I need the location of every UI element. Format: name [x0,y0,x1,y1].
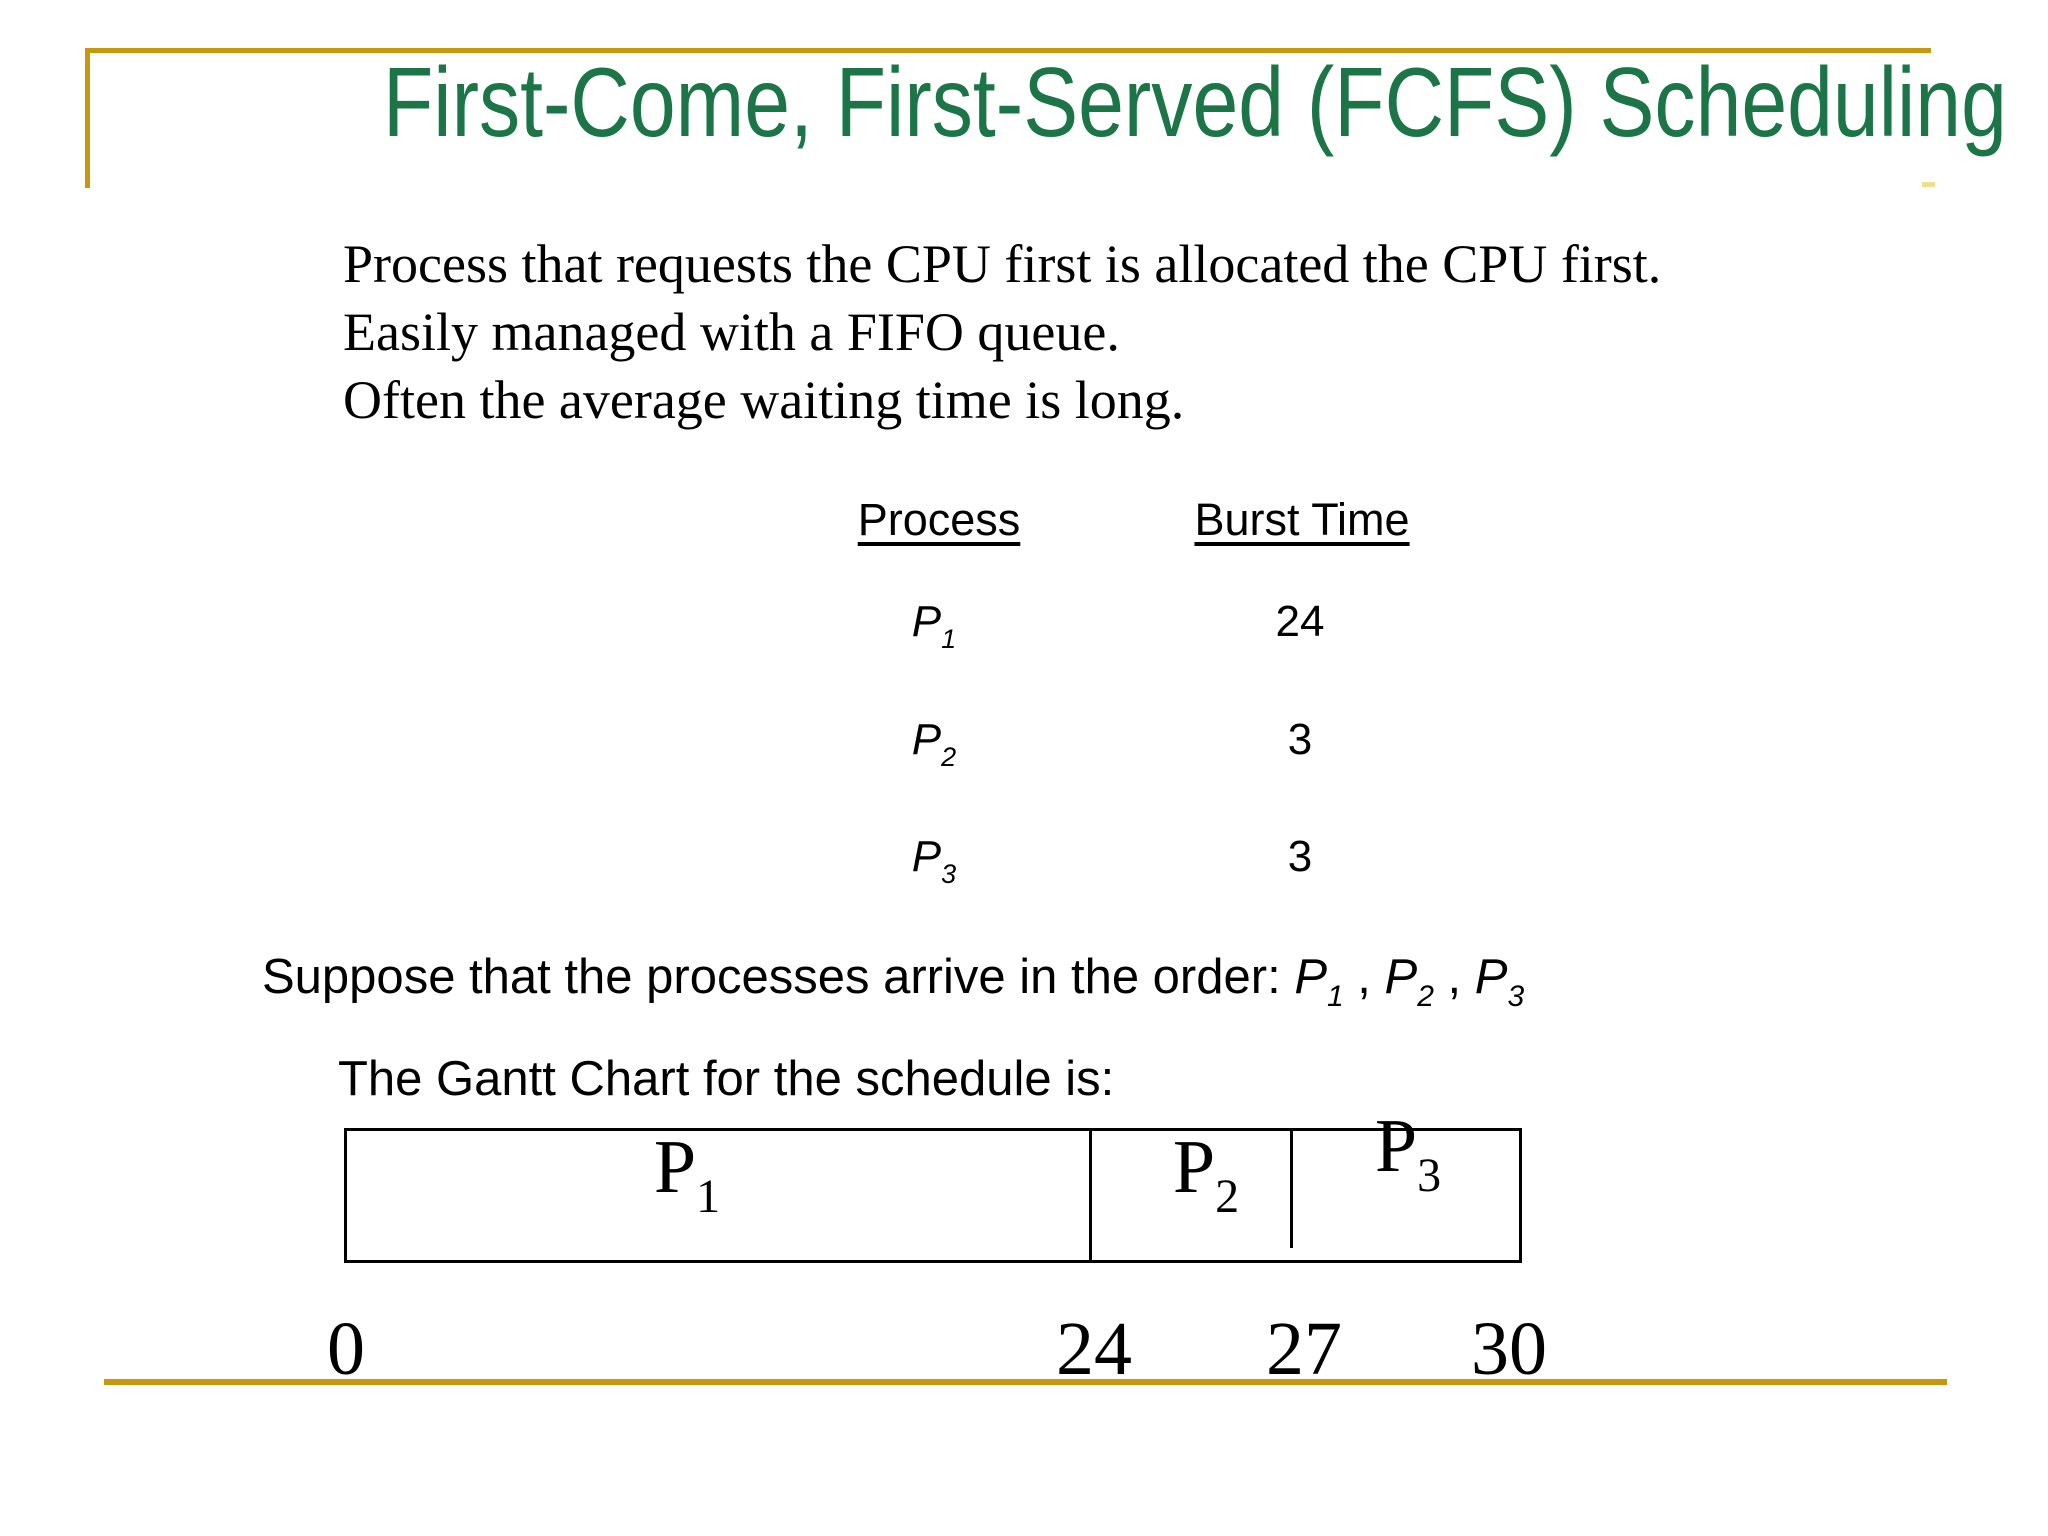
arrival-order-line: Suppose that the processes arrive in the… [262,953,1524,1012]
segment-subscript: 3 [1417,1149,1442,1202]
axis-tick-24: 24 [1056,1307,1132,1391]
bullet-item: Often the average waiting time is long. [343,370,1185,430]
process-subscript: 3 [941,859,957,889]
process-subscript: 1 [941,624,957,654]
footer-rule [104,1379,1947,1385]
process-subscript: 2 [941,742,957,772]
column-header-process: Process [857,494,1021,545]
title-rule-top [85,48,1931,53]
process-ref: P [1474,950,1508,1004]
column-header-burst-time: Burst Time [1194,494,1410,545]
stray-mark [1922,182,1935,187]
gantt-label-p1: P1 [654,1129,720,1221]
gantt-divider-27 [1290,1131,1293,1248]
process-ref-subscript: 3 [1507,980,1525,1013]
process-ref-subscript: 2 [1417,980,1434,1013]
process-name-cell: P2 [912,718,956,771]
arrival-prefix: Suppose that the processes arrive in the… [262,950,1295,1004]
separator: , [1343,950,1385,1004]
bullet-item: Easily managed with a FIFO queue. [343,302,1120,362]
title-rule-left [85,48,90,188]
axis-tick-30: 30 [1471,1307,1547,1391]
process-symbol: P [911,832,942,881]
segment-symbol: P [1374,1104,1418,1188]
segment-symbol: P [653,1125,697,1209]
process-name-cell: P1 [912,600,956,653]
segment-subscript: 1 [696,1170,721,1223]
separator: , [1433,950,1475,1004]
burst-time-cell: 3 [1287,715,1313,764]
process-ref: P [1294,950,1327,1004]
process-ref-subscript: 1 [1327,980,1344,1013]
gantt-box [344,1128,1522,1263]
gantt-label-p2: P2 [1173,1129,1239,1221]
gantt-divider-24 [1089,1131,1092,1260]
segment-symbol: P [1172,1125,1216,1209]
segment-subscript: 2 [1215,1170,1240,1223]
axis-tick-27: 27 [1266,1307,1342,1391]
bullet-item: Process that requests the CPU first is a… [343,234,1662,294]
process-symbol: P [911,597,942,646]
process-name-cell: P3 [912,835,956,888]
bullet-list: Process that requests the CPU first is a… [343,230,1661,434]
burst-time-cell: 3 [1287,832,1313,881]
process-symbol: P [911,715,942,764]
axis-tick-0: 0 [327,1307,365,1391]
burst-time-cell: 24 [1275,597,1325,646]
process-ref: P [1384,950,1418,1004]
slide-title: First-Come, First-Served (FCFS) Scheduli… [383,47,2007,157]
gantt-label-p3: P3 [1375,1108,1441,1200]
gantt-intro: The Gantt Chart for the schedule is: [338,1052,1115,1106]
